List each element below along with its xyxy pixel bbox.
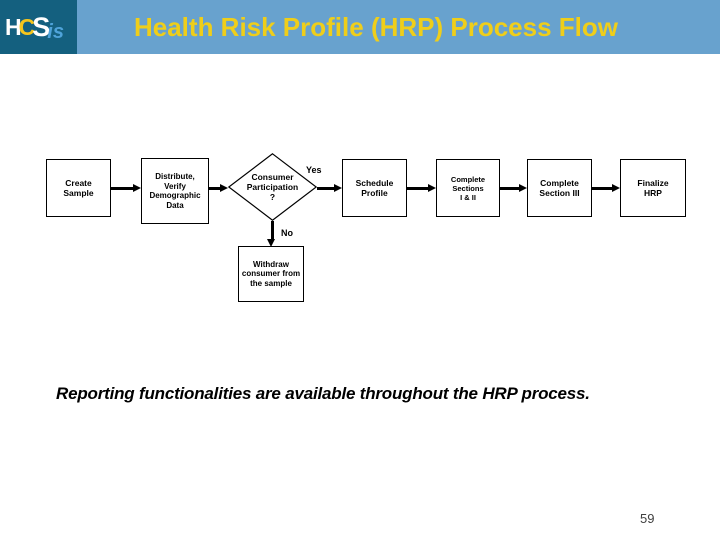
flow-node-distribute-verify-demographic-data: Distribute, Verify Demographic Data [141, 158, 209, 224]
arrow-sections-to-section3-shaft [500, 187, 519, 190]
diamond-shape [228, 153, 317, 221]
flow-node-schedule-profile: Schedule Profile [342, 159, 407, 217]
flow-node-complete-sections-1-2: Complete Sections I & II [436, 159, 500, 217]
arrow-distribute-to-decision-shaft [209, 187, 220, 190]
arrow-section3-to-finalize-shaft [592, 187, 612, 190]
flow-decision-consumer-participation-label: Consumer Participation ? [246, 172, 299, 202]
flow-node-withdraw-consumer: Withdraw consumer from the sample [238, 246, 304, 302]
arrow-decision-to-schedule-head [334, 184, 342, 192]
arrow-create-to-distribute-shaft [111, 187, 133, 190]
arrow-decision-to-withdraw-head [267, 239, 275, 247]
flow-node-finalize-hrp: Finalize HRP [620, 159, 686, 217]
arrow-create-to-distribute-head [133, 184, 141, 192]
page-number: 59 [640, 511, 655, 526]
logo-letter-s: S [32, 11, 51, 42]
arrow-schedule-to-sections-shaft [407, 187, 428, 190]
arrow-sections-to-section3-head [519, 184, 527, 192]
title-banner: Health Risk Profile (HRP) Process Flow [77, 0, 720, 54]
arrow-distribute-to-decision-head [220, 184, 228, 192]
logo-letters-is: is [47, 21, 64, 43]
flow-node-create-sample: Create Sample [46, 159, 111, 217]
arrow-decision-to-schedule-shaft [317, 187, 334, 190]
page-title: Health Risk Profile (HRP) Process Flow [133, 11, 618, 42]
logo-letter-c: C [18, 13, 36, 40]
hcsis-logo: H C S is [0, 0, 77, 54]
arrow-section3-to-finalize-head [612, 184, 620, 192]
reporting-note: Reporting functionalities are available … [56, 384, 590, 403]
branch-label-no: No [281, 228, 293, 238]
logo-letter-h: H [5, 13, 22, 40]
flow-node-complete-section-3: Complete Section III [527, 159, 592, 217]
flow-decision-consumer-participation-shape [228, 153, 317, 221]
branch-label-yes: Yes [306, 165, 322, 175]
arrow-decision-to-withdraw-shaft [271, 221, 274, 239]
arrow-schedule-to-sections-head [428, 184, 436, 192]
